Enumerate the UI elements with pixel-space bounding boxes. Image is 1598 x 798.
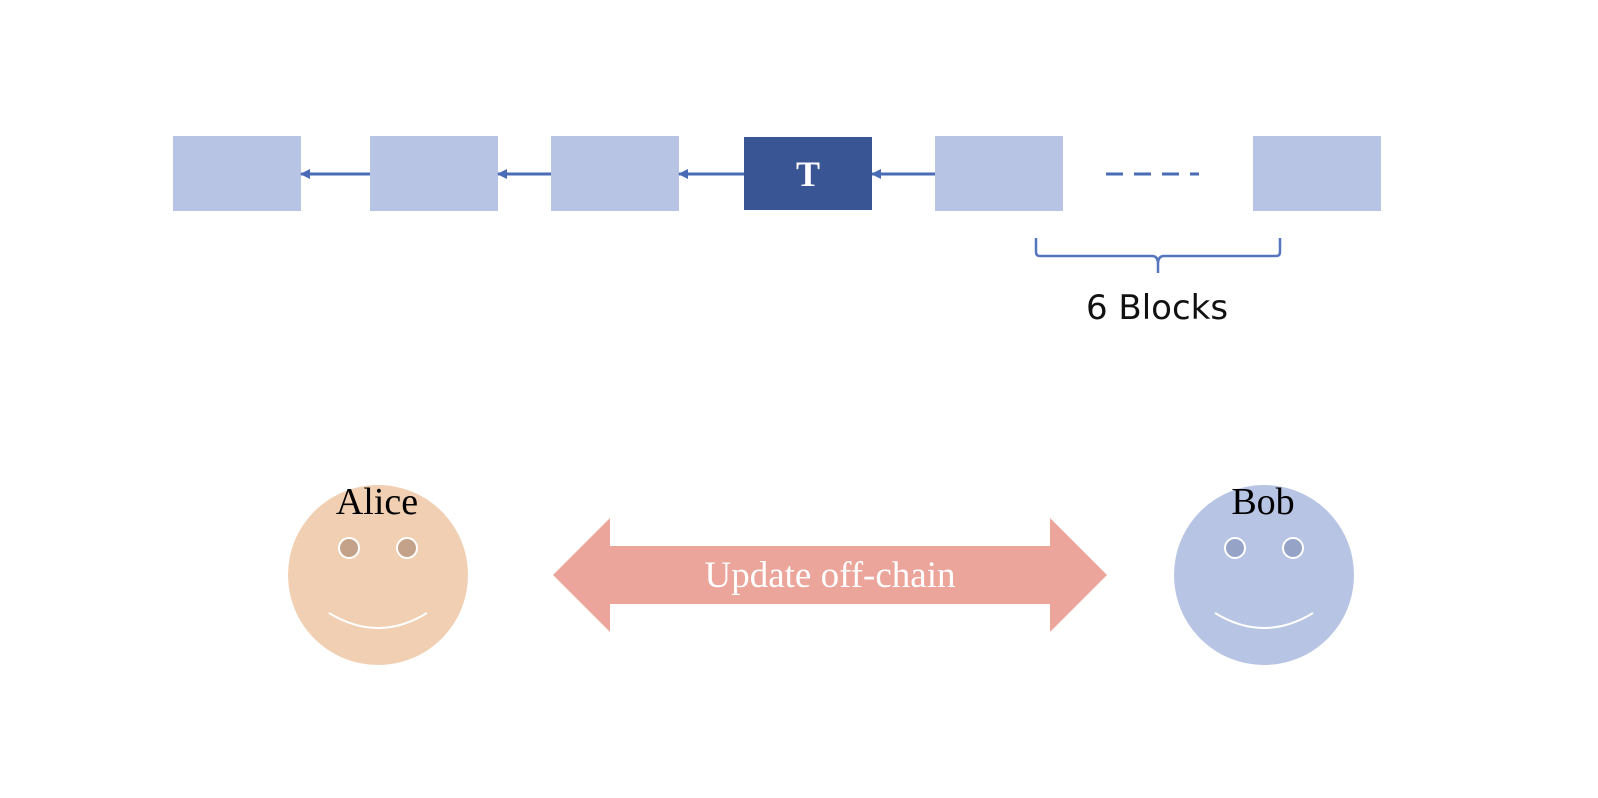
alice-smile xyxy=(328,612,428,629)
channel-label: Update off-chain xyxy=(704,555,955,596)
bob-name: Bob xyxy=(1231,481,1294,523)
channel-double-arrow xyxy=(553,518,1107,632)
block-3 xyxy=(551,136,679,211)
block-5 xyxy=(935,136,1063,211)
block-t-highlighted xyxy=(744,137,872,210)
block-6 xyxy=(1253,136,1381,211)
block-2 xyxy=(370,136,498,211)
confirmation-brace xyxy=(1034,238,1282,273)
alice-head xyxy=(288,485,468,665)
bob-smile xyxy=(1214,612,1314,629)
bob-face xyxy=(1174,485,1354,665)
block-t-label: T xyxy=(796,154,820,194)
alice-face xyxy=(288,485,468,665)
alice-name: Alice xyxy=(336,481,418,523)
bob-head xyxy=(1174,485,1354,665)
bob-left-eye xyxy=(1224,537,1246,559)
bob-right-eye xyxy=(1282,537,1304,559)
alice-right-eye xyxy=(396,537,418,559)
block-1 xyxy=(173,136,301,211)
alice-left-eye xyxy=(338,537,360,559)
brace-label: 6 Blocks xyxy=(1086,288,1228,328)
block-chain: T xyxy=(173,136,1381,211)
